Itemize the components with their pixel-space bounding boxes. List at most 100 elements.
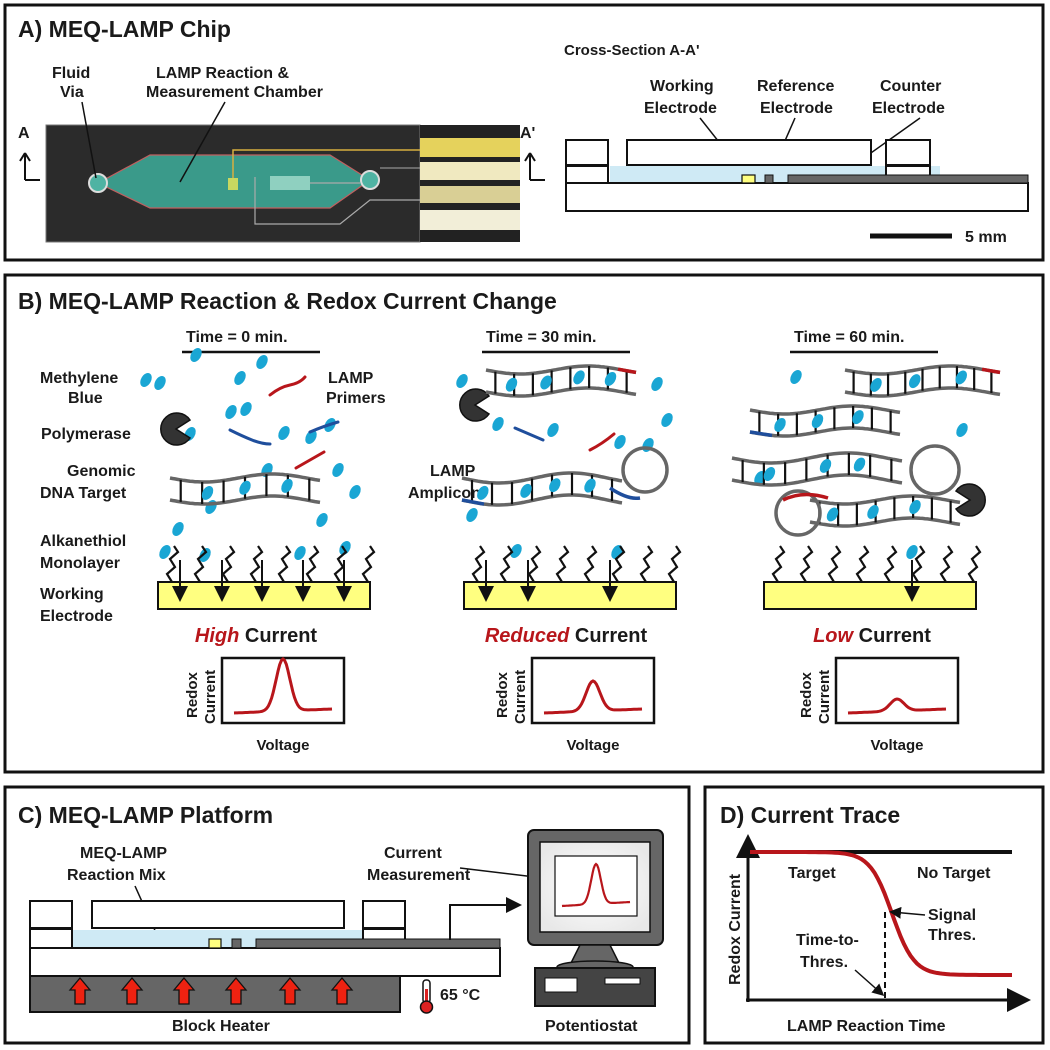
reaction-scene-60-min <box>731 364 1001 610</box>
thermometer-icon <box>419 979 434 1014</box>
redox-plot-high: Redox Current Voltage <box>184 656 346 754</box>
dna-double-strand <box>461 471 623 507</box>
methylene-blue-molecule <box>956 423 968 437</box>
potentiostat-device-icon <box>534 967 656 1007</box>
polymerase-label: Polymerase <box>41 426 131 443</box>
section-a-prime-arrow-icon <box>524 152 545 181</box>
methylene-blue-molecule <box>332 463 344 477</box>
methylene-blue-molecule <box>205 500 217 514</box>
working-electrode-block <box>763 581 977 610</box>
methylene-blue-label-2: Blue <box>68 390 103 407</box>
plot-ylabel-2: Current <box>512 670 529 724</box>
fluid-via <box>88 173 108 193</box>
methylene-blue-molecule <box>339 541 351 555</box>
reaction-mix-label: MEQ-LAMP <box>80 845 167 862</box>
methylene-blue-molecule <box>466 508 478 522</box>
heat-arrow-icon <box>68 976 92 1005</box>
dna-double-strand <box>844 364 1001 398</box>
alkanethiol-chain <box>611 545 626 583</box>
plot-xlabel: Voltage <box>870 737 923 754</box>
potentiostat-label: Potentiostat <box>545 1018 638 1035</box>
methylene-blue-molecule <box>547 423 559 437</box>
alkanethiol-chain <box>333 545 348 583</box>
heat-arrow-icon <box>120 976 144 1005</box>
plot-ylabel: Redox <box>184 672 201 719</box>
chip-photo <box>45 124 520 243</box>
block-heater-label: Block Heater <box>172 1018 270 1035</box>
temperature-label: 65 °C <box>440 987 481 1004</box>
primers-label: LAMP <box>328 370 374 387</box>
counter-electrode-label: Counter <box>880 78 941 95</box>
methylene-blue-molecule <box>853 457 866 472</box>
alkanethiol-chain <box>939 545 954 583</box>
reaction-scene-30-min <box>456 364 682 610</box>
methylene-blue-molecule <box>239 480 251 495</box>
section-a-prime-label: A' <box>520 125 535 142</box>
methylene-blue-molecule <box>540 375 552 390</box>
panel-a: A) MEQ-LAMP Chip Fluid Via LAMP Reaction… <box>3 3 1045 262</box>
block-heater <box>29 975 401 1013</box>
target-trace <box>750 850 1012 977</box>
amplicon-label-2: Amplicon <box>408 485 481 502</box>
redox-plot-reduced: Redox Current Voltage <box>494 656 656 754</box>
methylene-blue-molecule <box>505 377 518 392</box>
panel-a-title: A) MEQ-LAMP Chip <box>18 16 231 42</box>
platform-chip <box>29 900 501 977</box>
methylene-blue-molecule <box>604 371 617 386</box>
methylene-blue-molecule <box>281 478 293 493</box>
no-target-label: No Target <box>917 865 991 882</box>
current-label-low: Low Current <box>813 625 931 647</box>
trace-xlabel: LAMP Reaction Time <box>787 1018 946 1035</box>
reaction-scene-0-min <box>140 348 376 610</box>
methylene-blue-molecule <box>909 374 921 389</box>
signal-threshold-label: Signal <box>928 907 976 924</box>
trace-ylabel: Redox Current <box>727 873 744 985</box>
target-label: Target <box>788 865 836 882</box>
methylene-blue-molecule <box>955 370 967 385</box>
time-0-label: Time = 0 min. <box>186 329 288 346</box>
dna-double-strand <box>749 404 901 438</box>
electrode-label: Working <box>40 586 104 603</box>
working-electrode-label-2: Electrode <box>644 100 717 117</box>
working-electrode <box>741 174 756 184</box>
alkanethiol-chain <box>771 545 786 583</box>
polymerase-icon <box>160 412 192 446</box>
plot-ylabel-2: Current <box>202 670 219 724</box>
monolayer-label-2: Monolayer <box>40 555 120 572</box>
amplicon-loop <box>774 489 822 537</box>
methylene-blue-molecule <box>140 373 152 387</box>
reference-electrode <box>764 174 774 184</box>
alkanethiol-chain <box>667 545 682 583</box>
alkanethiol-chain <box>165 545 180 583</box>
reaction-mix-label-2: Reaction Mix <box>67 867 166 884</box>
time-60-label: Time = 60 min. <box>794 329 904 346</box>
methylene-blue-molecule <box>510 544 522 558</box>
reference-electrode-label: Reference <box>757 78 834 95</box>
plot-ylabel-2: Current <box>816 670 833 724</box>
methylene-blue-molecule <box>661 413 673 427</box>
counter-electrode-label-2: Electrode <box>872 100 945 117</box>
heat-arrow-icon <box>224 976 248 1005</box>
fluid-via-label-2: Via <box>60 84 84 101</box>
primer-strand <box>308 420 340 434</box>
chamber-label-2: Measurement Chamber <box>146 84 323 101</box>
primer-strand <box>513 426 545 442</box>
alkanethiol-chain <box>249 545 264 583</box>
alkanethiol-chain <box>221 545 236 583</box>
plot-xlabel: Voltage <box>566 737 619 754</box>
methylene-blue-molecule <box>549 478 561 493</box>
time-30-label: Time = 30 min. <box>486 329 596 346</box>
methylene-blue-molecule <box>349 485 361 499</box>
dna-double-strand <box>809 494 961 528</box>
alkanethiol-chain <box>583 545 598 583</box>
methylene-blue-molecule <box>199 548 211 562</box>
methylene-blue-molecule <box>240 402 252 416</box>
methylene-blue-molecule <box>278 426 290 440</box>
panel-c-title: C) MEQ-LAMP Platform <box>18 802 273 828</box>
primers-label-2: Primers <box>326 390 386 407</box>
genomic-dna-label-2: DNA Target <box>40 485 127 502</box>
alkanethiol-chain <box>527 545 542 583</box>
monolayer-label: Alkanethiol <box>40 533 126 550</box>
time-to-threshold-label-2: Thres. <box>800 954 848 971</box>
